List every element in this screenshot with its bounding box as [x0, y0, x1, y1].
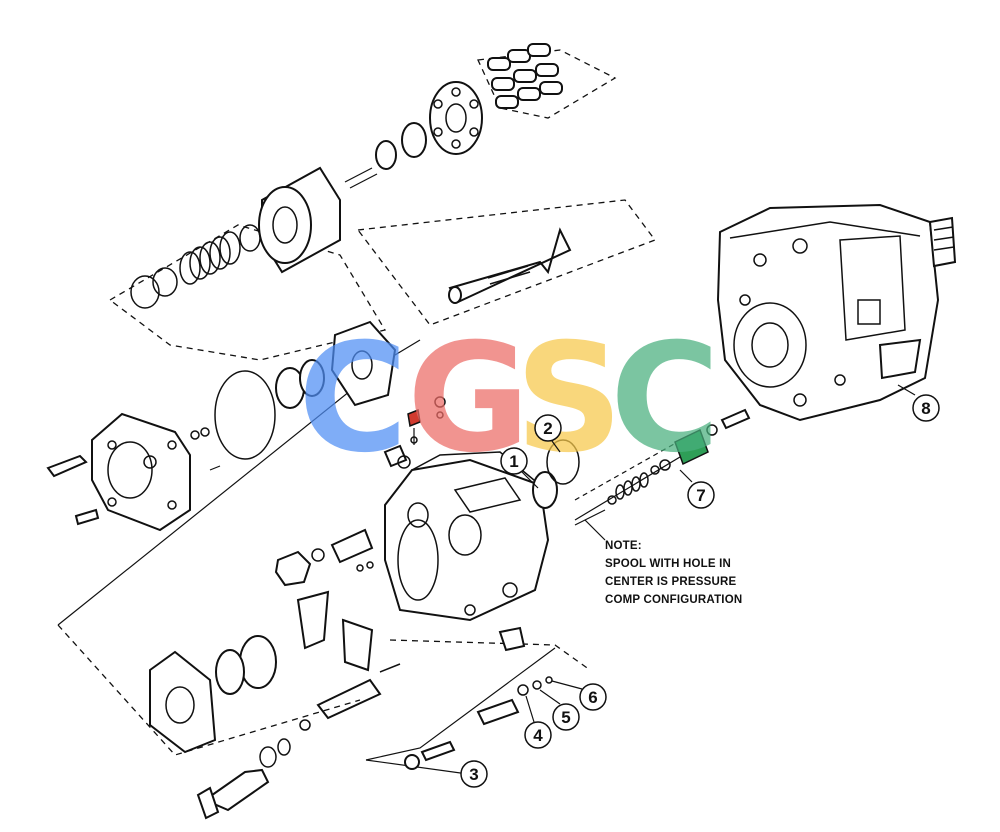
lower-dashed-outline: [57, 624, 361, 756]
assembly-axis-line-2: [394, 339, 421, 356]
shaft-spring: [316, 678, 382, 720]
note-line-1: NOTE:: [605, 540, 642, 552]
tapered-bearing: [215, 649, 245, 695]
svg-text:4: 4: [533, 726, 543, 745]
callout-6: 6: [551, 680, 607, 711]
valve-plate: [330, 320, 397, 407]
svg-text:1: 1: [509, 452, 518, 471]
sleeve: [330, 528, 374, 564]
piston-cluster: [477, 43, 617, 119]
roller-bearing: [299, 359, 325, 397]
cradle-bearing-2: [341, 618, 374, 672]
shaft-dashed-outline: [356, 199, 657, 326]
pin-1: [344, 167, 373, 183]
complete-pump-assembly: [716, 203, 957, 422]
svg-text:8: 8: [921, 399, 930, 418]
block-spring: [179, 231, 241, 285]
retainer-guide: [401, 122, 427, 158]
hex-plug-seal: [311, 548, 325, 562]
watermark: C G S C: [298, 312, 720, 486]
assembly-axis-line: [57, 354, 396, 626]
plug-o-ring-small: [436, 411, 444, 419]
end-plate-lower: [149, 650, 217, 754]
svg-text:7: 7: [696, 486, 705, 505]
callout-2: 2: [534, 414, 562, 453]
large-o-ring: [214, 370, 276, 460]
valve-cartridge-group: [365, 626, 591, 776]
end-cap-bolts: [46, 427, 221, 526]
callout-8: 8: [912, 394, 940, 422]
lower-bolt: [202, 768, 270, 812]
watermark-letter-1: C: [298, 312, 408, 486]
callouts: 1 2 3 4 5 6 7: [460, 394, 940, 788]
red-highlighted-plug: [407, 408, 421, 445]
fitting: [383, 444, 408, 468]
end-cap-left: [91, 412, 191, 532]
lower-left-parts: [57, 528, 401, 820]
svg-text:6: 6: [588, 688, 597, 707]
watermark-letter-4: C: [610, 312, 720, 486]
bearing-ring: [375, 140, 397, 170]
shaft-spline-2: [489, 271, 531, 285]
valve-plate-group: [214, 320, 397, 460]
callout-4: 4: [524, 695, 552, 749]
watermark-letter-3: S: [515, 312, 623, 486]
pin-2: [349, 173, 378, 189]
plug-o-ring: [434, 396, 446, 408]
fitting-seal: [397, 455, 411, 469]
snap-ring-1: [130, 275, 160, 309]
shaft-spline: [487, 265, 529, 279]
callout-7: 7: [687, 481, 715, 509]
bearing-cup: [239, 635, 277, 689]
note-line-3: CENTER IS PRESSURE: [605, 576, 737, 588]
note-block: NOTE: SPOOL WITH HOLE IN CENTER IS PRESS…: [584, 519, 742, 606]
svg-text:5: 5: [561, 708, 570, 727]
note-line-2: SPOOL WITH HOLE IN: [605, 558, 731, 570]
spring-washer: [239, 224, 261, 252]
hex-plug: [274, 550, 312, 587]
output-spline: [928, 216, 957, 268]
callout-1: 1: [500, 447, 539, 489]
input-shaft: [448, 227, 572, 304]
o-ring-2: [546, 439, 580, 485]
note-line-4: COMP CONFIGURATION: [605, 594, 742, 606]
cylinder-block: [258, 166, 341, 274]
upper-rotating-group: [108, 43, 617, 361]
upper-group-dashed-outline: [108, 224, 387, 361]
seal-ring-1: [532, 471, 558, 509]
spool-spring: [615, 472, 649, 500]
slipper-retainer-plate: [429, 81, 483, 155]
control-spool-group: [532, 408, 751, 526]
svg-text:3: 3: [469, 765, 478, 784]
cartridge-dashed-outline: [389, 639, 591, 671]
cradle-bearing-1: [296, 590, 330, 650]
shaft-end: [448, 286, 462, 304]
snap-ring-2: [152, 267, 178, 297]
input-shaft-group: [356, 199, 657, 326]
callout-5: 5: [539, 689, 580, 731]
spool: [574, 509, 606, 526]
highlighted-cartridge-7: [674, 428, 709, 466]
callout-3: 3: [460, 760, 488, 788]
valve-plate-bore: [351, 350, 373, 380]
pump-housing: [384, 451, 550, 622]
svg-text:2: 2: [543, 419, 552, 438]
